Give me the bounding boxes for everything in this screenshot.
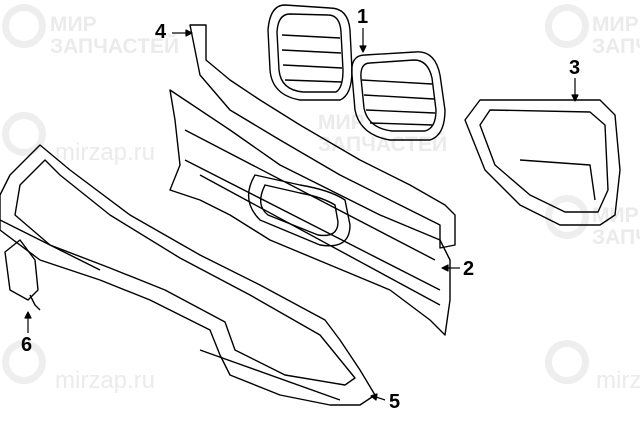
- watermark-line2: ЗАПЧ: [592, 226, 640, 250]
- callout-6: 6: [21, 334, 33, 356]
- callout-4: 4: [155, 21, 167, 43]
- watermark-logo-icon: [2, 340, 46, 384]
- grille-part: [267, 4, 446, 141]
- lower-bumper-cover-part: [0, 144, 376, 406]
- watermark-line2: ЗАПЧ: [592, 35, 640, 59]
- watermark-logo-icon: [2, 4, 46, 48]
- watermark-url: mirzap.ru: [55, 139, 156, 166]
- upper-trim-strip-part: [189, 24, 456, 249]
- watermark-logo-icon: [2, 112, 46, 156]
- fog-lamp-bezel-part: [464, 99, 621, 226]
- watermark-line1: МИР: [318, 111, 365, 134]
- callout-2: 2: [463, 258, 475, 280]
- watermark-line1: МИР: [592, 13, 639, 36]
- callout-1: 1: [357, 6, 369, 28]
- callout-5: 5: [389, 391, 401, 413]
- callout-3: 3: [569, 57, 581, 79]
- side-bracket-part: [4, 239, 41, 311]
- watermark-line2: ЗАПЧАСТЕЙ: [318, 133, 448, 157]
- grille-support-frame-part: [169, 89, 451, 336]
- leader-lines: [24, 28, 579, 401]
- watermark-url: mirzap.ru: [596, 367, 640, 394]
- watermark-line2: ЗАПЧАСТЕЙ: [50, 35, 180, 59]
- watermark-logo-icon: [545, 4, 589, 48]
- watermark-logo-icon: [545, 195, 589, 239]
- watermark-url: mirzap.ru: [55, 367, 156, 394]
- watermark-logo-icon: [545, 340, 589, 384]
- watermark-line1: МИР: [50, 13, 97, 36]
